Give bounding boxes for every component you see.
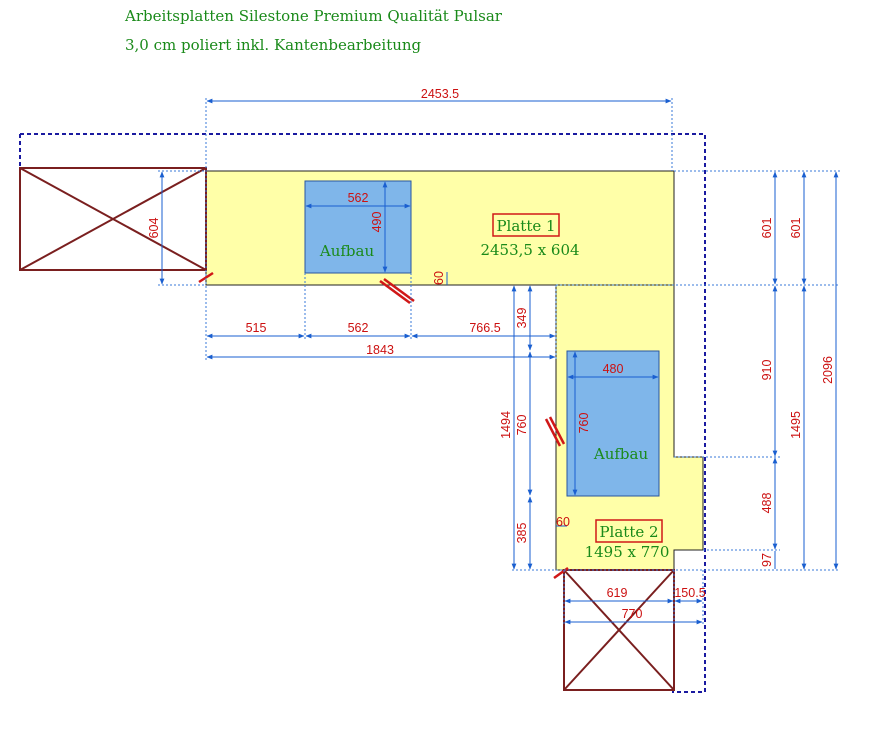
dim-515: 515 [246,321,267,335]
dim-1494: 1494 [499,411,513,439]
dim-349: 349 [515,308,529,329]
dim-562: 562 [348,321,369,335]
plate-1-size: 2453,5 x 604 [480,241,579,259]
cutout-1-label: Aufbau [319,242,375,260]
dim-766-5: 766.5 [469,321,500,335]
dim-2096: 2096 [821,356,835,384]
dim-1843: 1843 [366,343,394,357]
dim-cutout-2-width: 480 [603,362,624,376]
plate-2-label-box [595,519,663,543]
dim-770: 770 [622,607,643,621]
cabinet-left [19,167,207,271]
dim-385: 385 [515,523,529,544]
seam-markers [198,271,569,580]
header-subtitle: 3,0 cm poliert inkl. Kantenbearbeitung [125,36,422,54]
dim-97: 97 [760,553,774,567]
cutout-1 [304,180,412,274]
plate-1-label: Platte 1 [496,217,555,235]
dim-gap-60-a: 60 [432,271,446,285]
dim-gap-60-b: 60 [556,515,570,529]
cutout-2-label: Aufbau [593,445,649,463]
dim-cutout-1-depth: 490 [370,212,384,233]
dim-cutout-1-width: 562 [348,191,369,205]
dim-910: 910 [760,360,774,381]
dim-488: 488 [760,493,774,514]
dim-1495: 1495 [789,411,803,439]
cabinet-bottom [563,569,675,691]
plate-1-label-box [492,213,560,237]
dim-top-width: 2453.5 [421,87,459,101]
dim-619: 619 [607,586,628,600]
dim-150-5: 150.5 [674,586,705,600]
dim-601-b: 601 [789,218,803,239]
worktop-plate-1 [205,170,675,286]
dim-601-a: 601 [760,218,774,239]
header-title: Arbeitsplatten Silestone Premium Qualitä… [125,7,502,25]
plate-2-size: 1495 x 770 [585,543,670,561]
dim-760-left: 760 [515,415,529,436]
dim-cutout-2-depth: 760 [577,413,591,434]
dim-left-depth: 604 [147,218,161,239]
plate-2-label: Platte 2 [599,523,658,541]
